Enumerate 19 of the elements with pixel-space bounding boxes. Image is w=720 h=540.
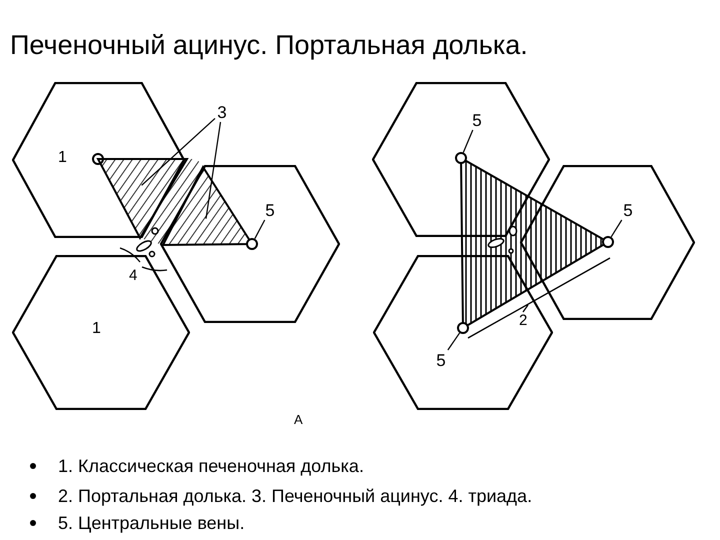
callout-number: 4 (129, 268, 138, 283)
callout-number: 5 (470, 110, 484, 130)
callout-number: 1 (58, 150, 67, 166)
leader-line (205, 122, 222, 219)
title: Печеночный ацинус. Портальная долька. (10, 32, 528, 59)
callout-number: 3 (215, 102, 229, 122)
legend-text: 5. Центральные вены. (58, 512, 245, 534)
callout-number: 5 (434, 350, 448, 370)
callout-number: 2 (519, 313, 528, 328)
leader-line (610, 220, 622, 238)
callout-number: 1 (92, 321, 101, 337)
legend-text: 1. Классическая печеночная долька. (58, 455, 364, 478)
figure-letter: А (294, 413, 303, 426)
leader-line (462, 130, 474, 153)
legend-text: 2. Портальная долька. 3. Печеночный ацинус. 4. триада. (58, 485, 532, 508)
callout-number: 5 (621, 200, 635, 220)
leader-line (447, 332, 460, 350)
callout-number: 5 (263, 200, 277, 220)
leader-line (254, 220, 266, 239)
